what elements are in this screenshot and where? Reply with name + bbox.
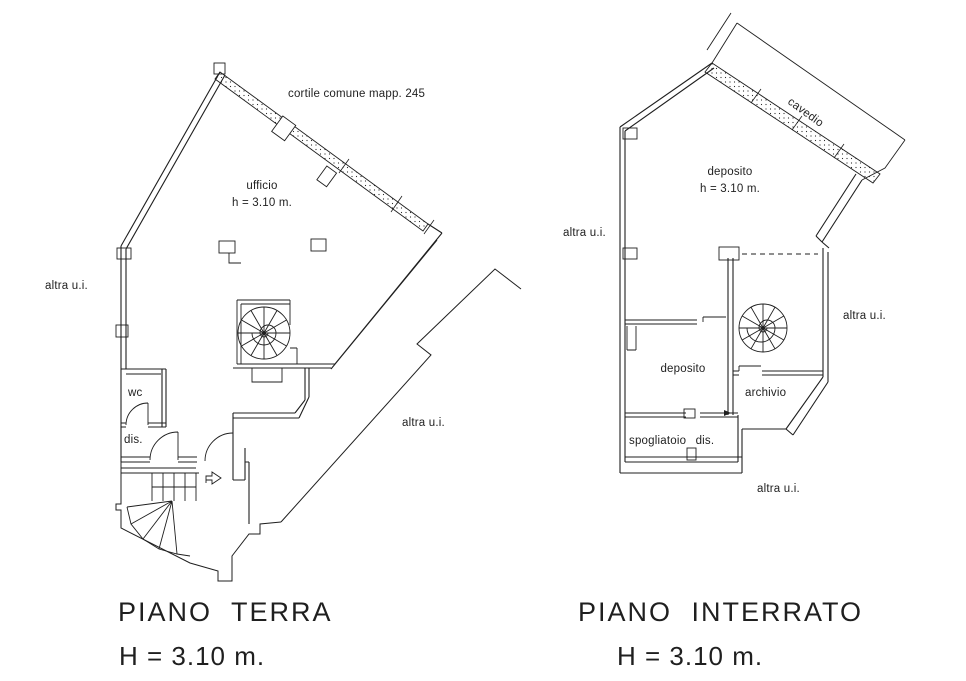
- interrato-spiral-stair: [738, 303, 788, 353]
- terra-pillars: [218, 238, 327, 264]
- plan-piano-terra: cortile comune mapp. 245 ufficio h = 3.1…: [45, 62, 522, 582]
- room-label-wc: wc: [127, 387, 143, 399]
- neighbor-label-right: altra u.i.: [843, 310, 886, 322]
- room-label-ufficio: ufficio: [246, 180, 277, 192]
- room-label-deposito-upper: deposito: [707, 166, 752, 178]
- room-label-spogliatoio: spogliatoio dis.: [629, 435, 714, 447]
- plan-piano-interrato: cavedio deposito h = 3.10 m. altra u.i. …: [563, 12, 906, 495]
- caption-piano-interrato: PIANO INTERRATO: [578, 597, 863, 627]
- interrato-cavedio: [704, 12, 906, 184]
- neighbor-label-left: altra u.i.: [563, 227, 606, 239]
- interrato-outer-walls: [619, 62, 863, 474]
- terra-entrance-door: [204, 432, 234, 485]
- terra-staircase: [121, 467, 199, 557]
- room-height-deposito-upper: h = 3.10 m.: [700, 183, 760, 195]
- room-label-archivio: archivio: [745, 387, 786, 399]
- terra-wc-dis-rooms: [121, 368, 197, 463]
- room-label-dis: dis.: [124, 434, 143, 446]
- interrato-interior-walls: [625, 246, 823, 461]
- terra-outer-walls: [115, 71, 443, 524]
- neighbor-label-bottom: altra u.i.: [757, 483, 800, 495]
- caption-piano-terra-height: H = 3.10 m.: [119, 641, 265, 671]
- entrance-arrow-icon: [205, 471, 222, 485]
- terra-hatched-wall: [213, 62, 435, 235]
- terra-spiral-stair: [236, 299, 298, 383]
- neighbor-label-right: altra u.i.: [402, 417, 445, 429]
- caption-piano-terra: PIANO TERRA: [118, 597, 333, 627]
- captions: PIANO TERRA H = 3.10 m. PIANO INTERRATO …: [118, 597, 863, 671]
- terra-labels: cortile comune mapp. 245 ufficio h = 3.1…: [45, 88, 445, 446]
- terra-boundary-line: [115, 268, 522, 582]
- room-height-ufficio: h = 3.10 m.: [232, 197, 292, 209]
- courtyard-label: cortile comune mapp. 245: [288, 88, 425, 100]
- caption-piano-interrato-height: H = 3.10 m.: [617, 641, 763, 671]
- neighbor-label-left: altra u.i.: [45, 280, 88, 292]
- room-label-deposito-lower: deposito: [660, 363, 705, 375]
